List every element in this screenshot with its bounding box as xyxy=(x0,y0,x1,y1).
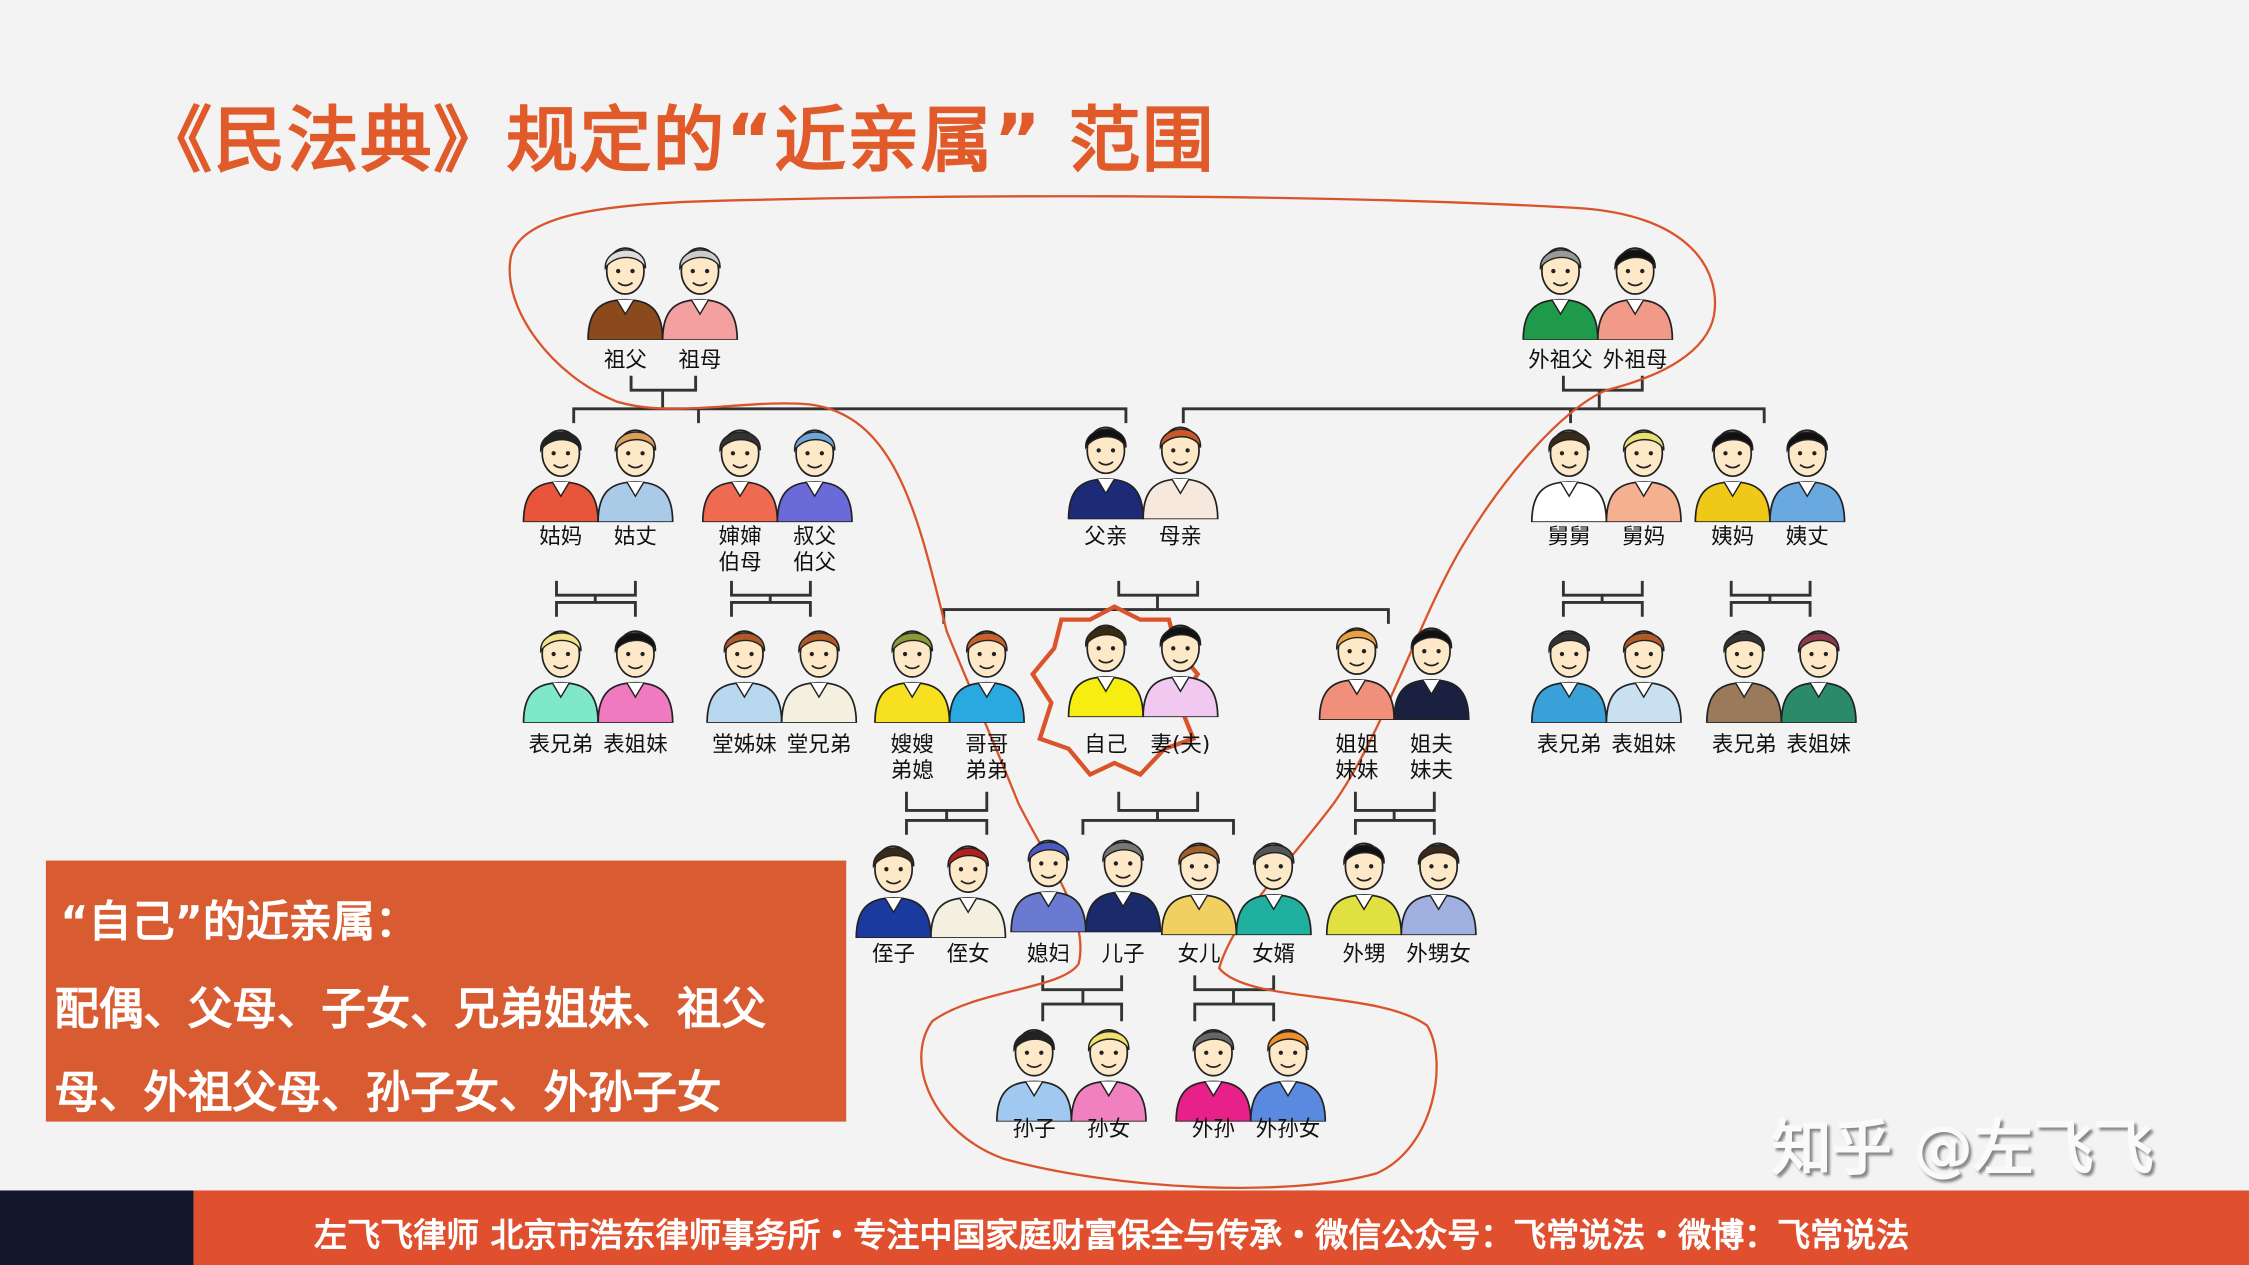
person-figure xyxy=(1010,839,1087,933)
person-label: 姑丈 xyxy=(613,523,657,550)
person-figure xyxy=(930,845,1007,939)
person-figure xyxy=(1325,842,1403,936)
person-figure xyxy=(1249,1028,1327,1122)
person-figure xyxy=(1522,247,1599,340)
person-label: 嫂嫂 弟媳 xyxy=(890,731,934,784)
person-label: 外甥 xyxy=(1342,940,1386,967)
person-figure xyxy=(1160,842,1238,936)
person-figure xyxy=(1175,1028,1252,1122)
person-label: 表姐妹 xyxy=(1786,731,1851,758)
person-label: 舅妈 xyxy=(1622,523,1666,550)
person-figure xyxy=(1067,624,1144,718)
person-label: 表姐妹 xyxy=(1611,731,1676,758)
person-figure xyxy=(1705,630,1783,723)
person-label: 堂兄弟 xyxy=(786,731,852,758)
person-figure xyxy=(522,429,599,523)
person-label: 祖母 xyxy=(678,347,722,373)
person-figure xyxy=(780,630,858,723)
person-figure xyxy=(1769,429,1846,523)
person-figure xyxy=(661,247,739,340)
person-figure xyxy=(597,630,674,723)
person-label: 舅舅 xyxy=(1547,523,1591,550)
person-label: 叔父 伯父 xyxy=(793,523,837,576)
person-figure xyxy=(1605,630,1682,723)
person-figure xyxy=(701,429,779,523)
person-figure xyxy=(874,630,951,723)
person-label: 母亲 xyxy=(1158,523,1202,550)
person-figure xyxy=(1596,247,1674,340)
person-label: 表兄弟 xyxy=(1711,731,1777,758)
summary-line-2: 母、外祖父母、孙子女、外孙子女 xyxy=(54,1067,722,1119)
person-figure xyxy=(1393,627,1470,721)
person-label: 祖父 xyxy=(603,347,647,373)
person-figure xyxy=(1530,429,1608,523)
connector-lines xyxy=(555,375,1812,1022)
person-label: 孙女 xyxy=(1087,1115,1131,1142)
person-figure xyxy=(776,429,853,523)
person-figure xyxy=(1605,429,1682,523)
summary-box: “自己”的近亲属： 配偶、父母、子女、兄弟姐妹、祖父 母、外祖父母、孙子女、外孙… xyxy=(45,860,847,1122)
person-figure xyxy=(522,630,599,723)
person-label: 外祖父 xyxy=(1528,347,1593,373)
person-figure xyxy=(995,1028,1073,1122)
person-label: 侄女 xyxy=(946,940,990,967)
person-label: 媳妇 xyxy=(1026,940,1070,967)
person-figure xyxy=(587,247,664,340)
person-figure xyxy=(1067,426,1144,520)
person-figure xyxy=(1142,624,1219,718)
person-label: 侄子 xyxy=(872,940,916,967)
person-label: 姨妈 xyxy=(1711,523,1755,550)
person-figure xyxy=(855,845,932,939)
watermark: 知乎 @左飞飞 xyxy=(1771,1113,2154,1184)
person-label: 外祖母 xyxy=(1602,347,1668,373)
person-figure xyxy=(597,429,674,523)
person-label: 堂姊妹 xyxy=(712,731,777,758)
person-label: 女儿 xyxy=(1177,940,1221,967)
person-label: 妻(夫) xyxy=(1150,731,1211,758)
summary-heading: “自己”的近亲属： xyxy=(60,897,419,949)
close-relatives-outline xyxy=(508,195,1717,1189)
footer-text: 左飞飞律师 北京市浩东律师事务所・专注中国家庭财富保全与传承・微信公众号：飞常说… xyxy=(314,1217,1910,1256)
person-label: 女婿 xyxy=(1252,940,1296,967)
person-label: 姑妈 xyxy=(539,523,583,550)
person-figure xyxy=(1530,630,1608,723)
person-figure xyxy=(1084,839,1162,933)
person-label: 姨丈 xyxy=(1785,523,1829,550)
person-label: 外甥女 xyxy=(1406,940,1471,967)
person-label: 儿子 xyxy=(1101,940,1145,967)
summary-line-1: 配偶、父母、子女、兄弟姐妹、祖父 xyxy=(54,983,766,1036)
person-label: 婶婶 伯母 xyxy=(718,523,762,576)
person-label: 姐姐 妹妹 xyxy=(1335,731,1379,784)
person-figure xyxy=(1780,630,1857,723)
person-label: 外孙女 xyxy=(1255,1115,1321,1142)
footer-bar: 左飞飞律师 北京市浩东律师事务所・专注中国家庭财富保全与传承・微信公众号：飞常说… xyxy=(193,1190,2249,1265)
person-figure xyxy=(1142,426,1219,520)
person-figure xyxy=(1400,842,1477,936)
person-label: 姐夫 妹夫 xyxy=(1409,731,1453,784)
person-figure xyxy=(706,630,783,723)
person-label: 表兄弟 xyxy=(1536,731,1602,758)
person-figure xyxy=(1318,627,1396,721)
person-label: 哥哥 弟弟 xyxy=(965,731,1009,784)
person-label: 孙子 xyxy=(1012,1115,1056,1142)
footer-dark-block xyxy=(0,1190,194,1265)
person-figure xyxy=(948,630,1025,723)
person-label: 自己 xyxy=(1084,731,1128,758)
person-figure xyxy=(1694,429,1771,523)
person-figure xyxy=(1235,842,1312,936)
person-label: 表兄弟 xyxy=(528,731,594,758)
person-label: 父亲 xyxy=(1084,523,1128,550)
person-label: 外孙 xyxy=(1191,1115,1235,1142)
person-label: 表姐妹 xyxy=(603,731,668,758)
page-title: 《民法典》规定的“近亲属” 范围 xyxy=(140,98,1216,183)
person-figure xyxy=(1070,1028,1147,1122)
